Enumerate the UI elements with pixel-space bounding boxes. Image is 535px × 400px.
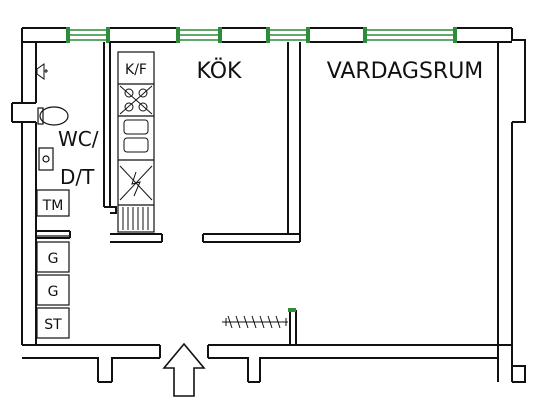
stove-icon: [119, 85, 153, 115]
counter-base: [122, 207, 149, 230]
window-4: [365, 29, 455, 41]
dishwasher-icon: [119, 165, 153, 201]
fridge-freezer-label: K/F: [125, 62, 147, 78]
entrance-arrow-icon: [162, 342, 206, 397]
living-room-label: VARDAGSRUM: [327, 59, 484, 84]
kitchen-label: KÖK: [197, 58, 243, 84]
window-1: [68, 29, 108, 41]
wc-label-line2: D/T: [60, 165, 95, 189]
sink-icon: [123, 119, 149, 153]
toilet-icon: [37, 106, 69, 126]
windows: [68, 29, 455, 41]
wardrobe-2-label: G: [48, 284, 59, 300]
partition-marker: [288, 308, 296, 312]
utility-column: [36, 189, 70, 339]
window-2: [178, 29, 220, 41]
wc-label-line1: WC/: [58, 127, 99, 151]
interior-walls: [35, 42, 301, 345]
kitchen-counter: [117, 51, 155, 233]
ventilation-icon: [36, 63, 48, 80]
sink-basin-icon: [38, 147, 54, 171]
washer-label: TM: [42, 198, 64, 214]
window-jambs: [66, 27, 457, 43]
window-3: [268, 29, 308, 41]
storage-label: ST: [44, 317, 62, 333]
radiator-icon: [222, 315, 288, 329]
wardrobe-1-label: G: [48, 251, 59, 267]
